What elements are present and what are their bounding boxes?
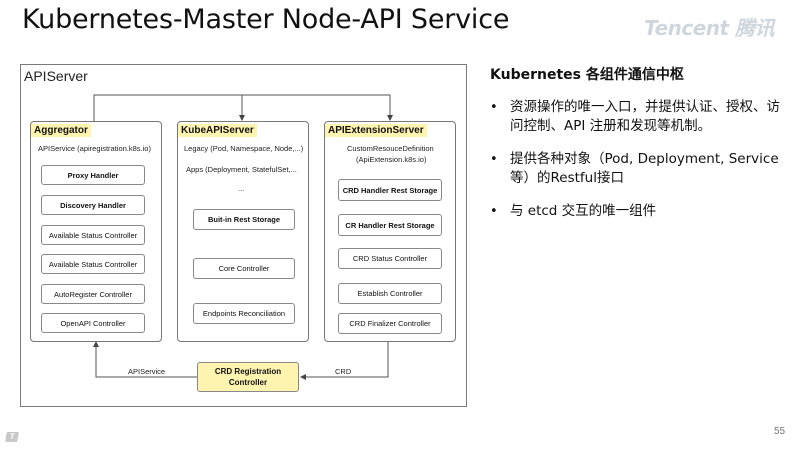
available-status-controller-box-2: Available Status Controller <box>41 254 145 274</box>
slide-title: Kubernetes-Master Node-API Service <box>22 4 510 35</box>
openapi-controller-box: OpenAPI Controller <box>41 313 145 333</box>
bullet-dot-icon: • <box>490 152 498 167</box>
bullet-item: • 提供各种对象（Pod, Deployment, Service等）的Rest… <box>490 150 790 188</box>
discovery-handler-box: Discovery Handler <box>41 195 145 215</box>
kubeapiserver-apps-text: Apps (Deployment, StatefulSet,... <box>186 165 297 174</box>
page-number: 55 <box>774 426 786 437</box>
apiextension-group-text: (ApiExtension.k8s.io) <box>356 155 427 164</box>
bullet-text: 提供各种对象（Pod, Deployment, Service等）的Restfu… <box>510 151 779 186</box>
kubeapiserver-ellipsis: ... <box>238 184 245 193</box>
bullet-text: 资源操作的唯一入口，并提供认证、授权、访问控制、API 注册和发现等机制。 <box>510 99 780 134</box>
crd-registration-line1: CRD Registration <box>214 367 282 376</box>
endpoints-reconciliation-box: Endpoints Reconciliation <box>193 303 295 324</box>
crd-edge-label: CRD <box>335 367 352 376</box>
bullet-dot-icon: • <box>490 204 498 219</box>
establish-controller-box: Establish Controller <box>338 283 442 304</box>
crd-registration-line2: Controller <box>228 378 268 387</box>
kubeapiserver-legacy-text: Legacy (Pod, Namespace, Node,...) <box>184 144 304 153</box>
available-status-controller-box-1: Available Status Controller <box>41 225 145 245</box>
tencent-corner-icon: T <box>5 432 19 442</box>
cr-handler-rest-storage-box: CR Handler Rest Storage <box>338 214 442 236</box>
crd-finalizer-controller-box: CRD Finalizer Controller <box>338 313 442 334</box>
bullet-item: • 与 etcd 交互的唯一组件 <box>490 202 790 221</box>
sidebar-heading: Kubernetes 各组件通信中枢 <box>490 67 684 83</box>
bullet-list: • 资源操作的唯一入口，并提供认证、授权、访问控制、API 注册和发现等机制。 … <box>490 98 790 235</box>
autoregister-controller-box: AutoRegister Controller <box>41 284 145 304</box>
proxy-handler-box: Proxy Handler <box>41 165 145 185</box>
bullet-text: 与 etcd 交互的唯一组件 <box>510 203 657 219</box>
core-controller-box: Core Controller <box>193 258 295 279</box>
apiservice-edge-label: APIService <box>128 367 166 376</box>
bullet-item: • 资源操作的唯一入口，并提供认证、授权、访问控制、API 注册和发现等机制。 <box>490 98 790 136</box>
aggregator-subtitle: APIService (apiregistration.k8s.io) <box>38 144 151 153</box>
builtin-rest-storage-box: Buit-in Rest Storage <box>193 209 295 230</box>
apiserver-label: APIServer <box>24 68 88 84</box>
bullet-dot-icon: • <box>490 100 498 115</box>
apiextension-title: APIExtensionServer <box>325 124 427 137</box>
tencent-logo: Tencent 腾讯 <box>644 16 775 40</box>
crd-status-controller-box: CRD Status Controller <box>338 248 442 269</box>
crd-registration-controller-box: CRD Registration Controller <box>197 362 299 392</box>
apiextension-to-crd-line <box>300 342 389 380</box>
apiextension-crd-text: CustomResouceDefinition <box>347 144 434 153</box>
kubeapiserver-title: KubeAPIServer <box>178 124 257 137</box>
crd-to-aggregator-line <box>93 341 197 378</box>
aggregator-title: Aggregator <box>31 124 91 137</box>
crd-handler-rest-storage-box: CRD Handler Rest Storage <box>338 179 442 201</box>
